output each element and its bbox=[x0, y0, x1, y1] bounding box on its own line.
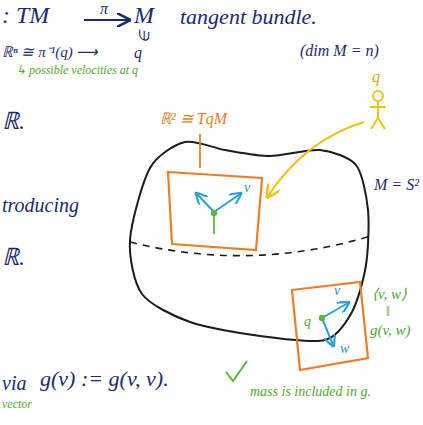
note-text: tangent bundle. bbox=[180, 4, 317, 29]
fiber-formula: ℝⁿ ≅ π⁻¹(q) ⟶ bbox=[2, 44, 98, 61]
point-name: q bbox=[304, 314, 311, 330]
bundle-symbol: : TM bbox=[2, 2, 49, 30]
inner-product: ⟨v, w⟩ bbox=[372, 286, 407, 303]
point-name: q bbox=[134, 44, 142, 62]
check-mark bbox=[226, 361, 247, 381]
annotation: mass is included in g. bbox=[250, 384, 371, 400]
metric-formula: g(v, w) bbox=[370, 322, 411, 339]
tangent-vector bbox=[322, 318, 333, 345]
equals-sign: ‖ bbox=[386, 304, 390, 320]
equator-line bbox=[130, 236, 371, 256]
normal-line bbox=[213, 214, 215, 234]
tangent-plane bbox=[292, 282, 368, 370]
vector-name: v bbox=[244, 180, 250, 196]
cut-text: via bbox=[2, 372, 26, 395]
cut-text: troducing bbox=[2, 194, 79, 217]
observer-figure bbox=[370, 91, 386, 129]
cut-text: ℝ. bbox=[2, 244, 25, 272]
tangent-vector bbox=[214, 194, 240, 212]
metric-formula: g(v) := g(v, v). bbox=[40, 366, 169, 391]
point-dot bbox=[211, 210, 217, 216]
cut-text: ℝ. bbox=[2, 108, 25, 136]
tangent-space-label: ℝ² ≅ TqM bbox=[160, 110, 227, 128]
membership-symbol: ∈ bbox=[137, 31, 153, 43]
leader-line bbox=[199, 134, 201, 168]
observer-arrow bbox=[268, 122, 364, 196]
tangent-plane bbox=[168, 172, 262, 250]
vector-name: w bbox=[340, 341, 349, 357]
annotation: ↳ possible velocities at q bbox=[16, 64, 138, 78]
tangent-vector bbox=[322, 303, 348, 318]
manifold-symbol: M bbox=[134, 2, 154, 30]
point-dot bbox=[319, 315, 325, 321]
manifold-label: M = S² bbox=[374, 176, 419, 194]
vector-name: v bbox=[334, 283, 340, 299]
manifold-outline bbox=[130, 142, 369, 341]
projection-arrow bbox=[84, 19, 128, 21]
tangent-vector bbox=[197, 194, 214, 212]
point-name: q bbox=[372, 68, 380, 86]
dimension-note: (dim M = n) bbox=[300, 42, 379, 60]
cut-text: vector bbox=[2, 398, 32, 412]
projection-name: π bbox=[100, 0, 108, 18]
